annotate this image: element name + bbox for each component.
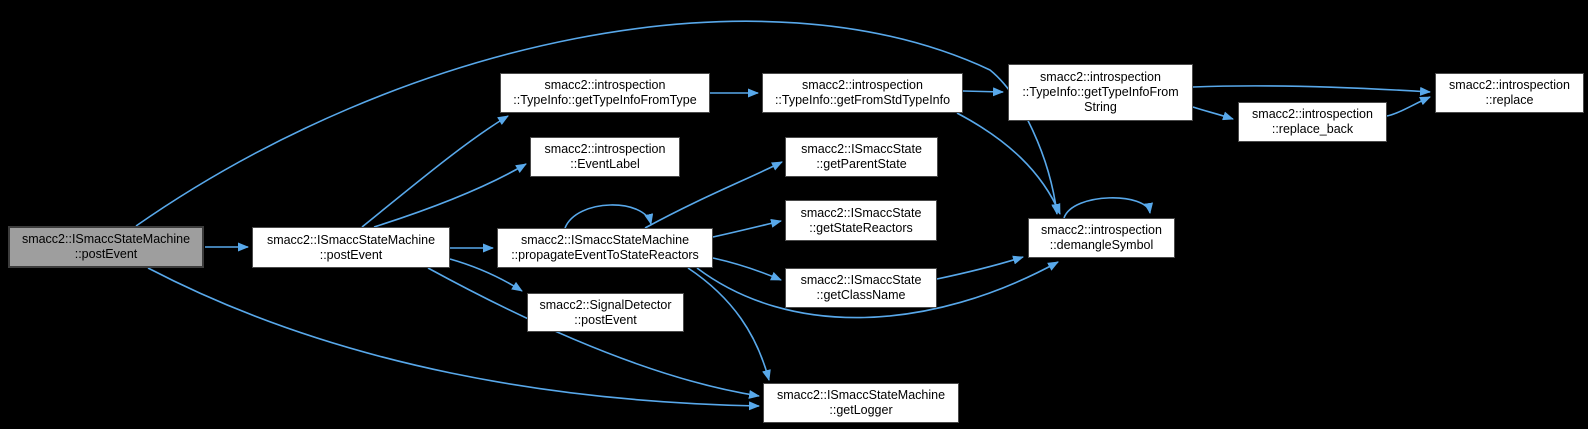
node-label-line: smacc2::ISmaccState — [800, 273, 922, 287]
node-label-line: smacc2::ISmaccState — [801, 142, 922, 156]
edge-getTypeInfoFromString-to-replace — [1192, 85, 1431, 96]
node-label-line: smacc2::ISmaccStateMachine — [520, 233, 690, 247]
edge-propagateEventToStateReactors-to-getLogger — [687, 267, 771, 381]
node-label-line: ::replace — [1485, 93, 1534, 107]
edge-propagateEventToStateReactors-to-propagateEventToStateReactors — [564, 204, 654, 229]
edge-getTypeInfoFromString-to-replace_back — [1192, 106, 1234, 121]
node-label-line: ::TypeInfo::getTypeInfoFrom — [1022, 85, 1179, 99]
edge-propagateEventToStateReactors-to-demangleSymbol — [696, 261, 1059, 319]
node-label-line: smacc2::SignalDetector — [539, 297, 672, 312]
edge-postEvent_focal-to-getLogger — [147, 267, 760, 411]
edge-replace_back-to-replace — [1386, 96, 1431, 117]
edge-postEvent-to-EventLabel — [373, 163, 527, 228]
node-label-line: smacc2::introspection — [1252, 107, 1373, 121]
node-label-line: ::postEvent — [74, 247, 138, 261]
graph-node-SignalDetector_postEvent[interactable]: smacc2::SignalDetector::postEvent — [527, 293, 684, 332]
node-label-line: smacc2::ISmaccState — [800, 205, 922, 220]
graph-node-propagateEventToStateReactors[interactable]: smacc2::ISmaccStateMachine::propagateEve… — [497, 228, 713, 268]
node-label-line: smacc2::introspection — [1449, 78, 1570, 92]
edge-postEvent-to-getLogger — [427, 267, 760, 399]
edge-propagateEventToStateReactors-to-getClassName — [712, 257, 782, 281]
graph-node-getLogger[interactable]: smacc2::ISmaccStateMachine::getLogger — [763, 383, 959, 423]
graph-node-postEvent_focal: smacc2::ISmaccStateMachine::postEvent — [8, 226, 204, 268]
node-label-line: smacc2::introspection — [1041, 223, 1162, 237]
edge-getFromStdTypeInfo-to-demangleSymbol — [956, 112, 1061, 215]
graph-node-getClassName[interactable]: smacc2::ISmaccState::getClassName — [785, 268, 937, 308]
edge-postEvent-to-getTypeInfoFromType — [361, 115, 509, 228]
node-label-line: smacc2::introspection — [802, 78, 923, 92]
node-label-line: ::postEvent — [319, 247, 383, 262]
edge-propagateEventToStateReactors-to-getParentState — [644, 161, 783, 229]
node-label-line: ::replace_back — [1271, 122, 1354, 136]
edge-getClassName-to-demangleSymbol — [936, 255, 1024, 280]
node-label-line: ::getStateReactors — [809, 220, 913, 235]
graph-node-getFromStdTypeInfo[interactable]: smacc2::introspection::TypeInfo::getFrom… — [762, 73, 963, 113]
node-label-line: smacc2::introspection — [1040, 70, 1161, 84]
node-label-line: ::getParentState — [816, 157, 907, 171]
graph-node-getTypeInfoFromType[interactable]: smacc2::introspection::TypeInfo::getType… — [500, 73, 710, 113]
graph-node-EventLabel[interactable]: smacc2::introspection::EventLabel — [530, 137, 680, 177]
graph-node-replace_back[interactable]: smacc2::introspection::replace_back — [1238, 102, 1387, 142]
edge-postEvent-to-SignalDetector_postEvent — [449, 258, 523, 292]
graph-node-replace[interactable]: smacc2::introspection::replace — [1435, 73, 1584, 113]
node-label-line: smacc2::ISmaccStateMachine — [21, 232, 191, 246]
edge-postEvent_focal-to-demangleSymbol — [135, 20, 1061, 227]
graph-node-getParentState[interactable]: smacc2::ISmaccState::getParentState — [785, 137, 938, 177]
node-label-line: ::postEvent — [574, 312, 637, 327]
node-label-line: smacc2::introspection — [544, 142, 666, 156]
graph-node-getStateReactors[interactable]: smacc2::ISmaccState::getStateReactors — [785, 200, 937, 241]
node-label-line: ::TypeInfo::getTypeInfoFromType — [513, 93, 697, 107]
edge-getFromStdTypeInfo-to-getTypeInfoFromString — [962, 87, 1004, 97]
edge-demangleSymbol-to-demangleSymbol — [1063, 197, 1154, 219]
graph-node-getTypeInfoFromString[interactable]: smacc2::introspection::TypeInfo::getType… — [1008, 64, 1193, 121]
node-label-line: smacc2::ISmaccStateMachine — [266, 232, 436, 247]
node-label-line: ::getClassName — [816, 288, 906, 302]
node-label-line: String — [1084, 100, 1117, 114]
node-label-line: ::demangleSymbol — [1049, 238, 1154, 252]
node-label-line: ::EventLabel — [570, 157, 640, 171]
node-label-line: ::getLogger — [829, 403, 893, 417]
graph-node-postEvent[interactable]: smacc2::ISmaccStateMachine::postEvent — [252, 227, 450, 268]
node-label-line: ::propagateEventToStateReactors — [511, 248, 699, 262]
node-label-line: smacc2::ISmaccStateMachine — [776, 388, 946, 402]
edge-propagateEventToStateReactors-to-getStateReactors — [712, 218, 782, 238]
node-label-line: smacc2::introspection — [544, 78, 666, 92]
graph-node-demangleSymbol[interactable]: smacc2::introspection::demangleSymbol — [1028, 218, 1175, 258]
node-label-line: ::TypeInfo::getFromStdTypeInfo — [774, 93, 951, 107]
